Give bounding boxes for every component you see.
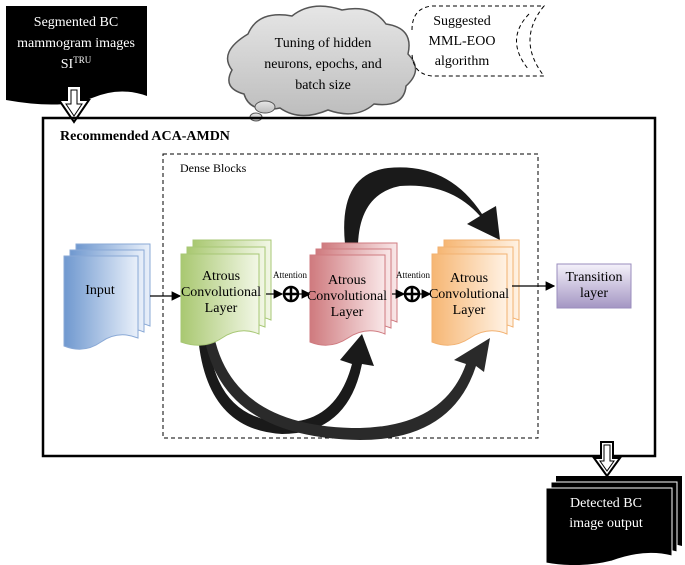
conv1-line3: Layer [205, 301, 238, 316]
dense-blocks-label: Dense Blocks [180, 161, 247, 175]
attention-plus-icon-2 [403, 285, 421, 303]
output-down-arrow [592, 441, 622, 478]
conv-layer-2: Atrous Convolutional Layer [307, 242, 398, 346]
conv-layer-1: Atrous Convolutional Layer [180, 239, 272, 346]
conv2-line3: Layer [331, 305, 364, 320]
skip-arrow-top [344, 167, 500, 244]
conv3-line1: Atrous [450, 271, 488, 286]
algorithm-line1: Suggested [433, 14, 491, 29]
transition-layer: Transition layer [556, 263, 632, 309]
attention-label-1: Attention [273, 270, 307, 280]
conv2-line2: Convolutional [307, 289, 387, 304]
input-document: Segmented BC mammogram images SITRU [6, 6, 147, 105]
skip-arrow-bottom-2 [204, 336, 490, 440]
thought-cloud: Tuning of hidden neurons, epochs, and ba… [226, 5, 417, 122]
input-document-line1: Segmented BC [34, 15, 118, 30]
cloud-line1: Tuning of hidden [275, 36, 372, 51]
conv3-line3: Layer [453, 303, 486, 318]
input-document-shape [6, 6, 147, 105]
conv2-line1: Atrous [328, 273, 366, 288]
input-document-line2: mammogram images [17, 36, 135, 51]
input-symbol-superscript: TRU [73, 55, 92, 65]
transition-line2: layer [580, 286, 608, 301]
skip-arrow-bottom-1 [198, 334, 374, 434]
cloud-line2: neurons, epochs, and [264, 57, 381, 72]
model-title: Recommended ACA-AMDN [60, 129, 230, 144]
input-layer: Input [63, 243, 151, 350]
output-document-line2: image output [569, 516, 643, 531]
transition-line1: Transition [565, 270, 622, 285]
algorithm-line3: algorithm [435, 54, 490, 69]
input-symbol: SI [61, 57, 74, 72]
cloud-bubble-large [254, 100, 276, 114]
conv1-line2: Convolutional [181, 285, 261, 300]
output-document-line1: Detected BC [570, 496, 642, 511]
cloud-shape [226, 5, 417, 117]
conv3-line2: Convolutional [429, 287, 509, 302]
input-down-arrow [57, 85, 91, 124]
attention-plus-icon-1 [282, 285, 300, 303]
model-box [41, 116, 657, 458]
algorithm-shape: Suggested MML-EOO algorithm [411, 5, 546, 77]
conv-layer-3: Atrous Convolutional Layer [429, 239, 520, 346]
algorithm-line2: MML-EOO [429, 34, 496, 49]
output-document: Detected BC image output [545, 476, 682, 565]
attention-label-2: Attention [396, 270, 430, 280]
conv1-line1: Atrous [202, 269, 240, 284]
input-document-symbol: SITRU [61, 55, 92, 72]
cloud-line3: batch size [295, 78, 351, 93]
input-label: Input [85, 283, 115, 298]
